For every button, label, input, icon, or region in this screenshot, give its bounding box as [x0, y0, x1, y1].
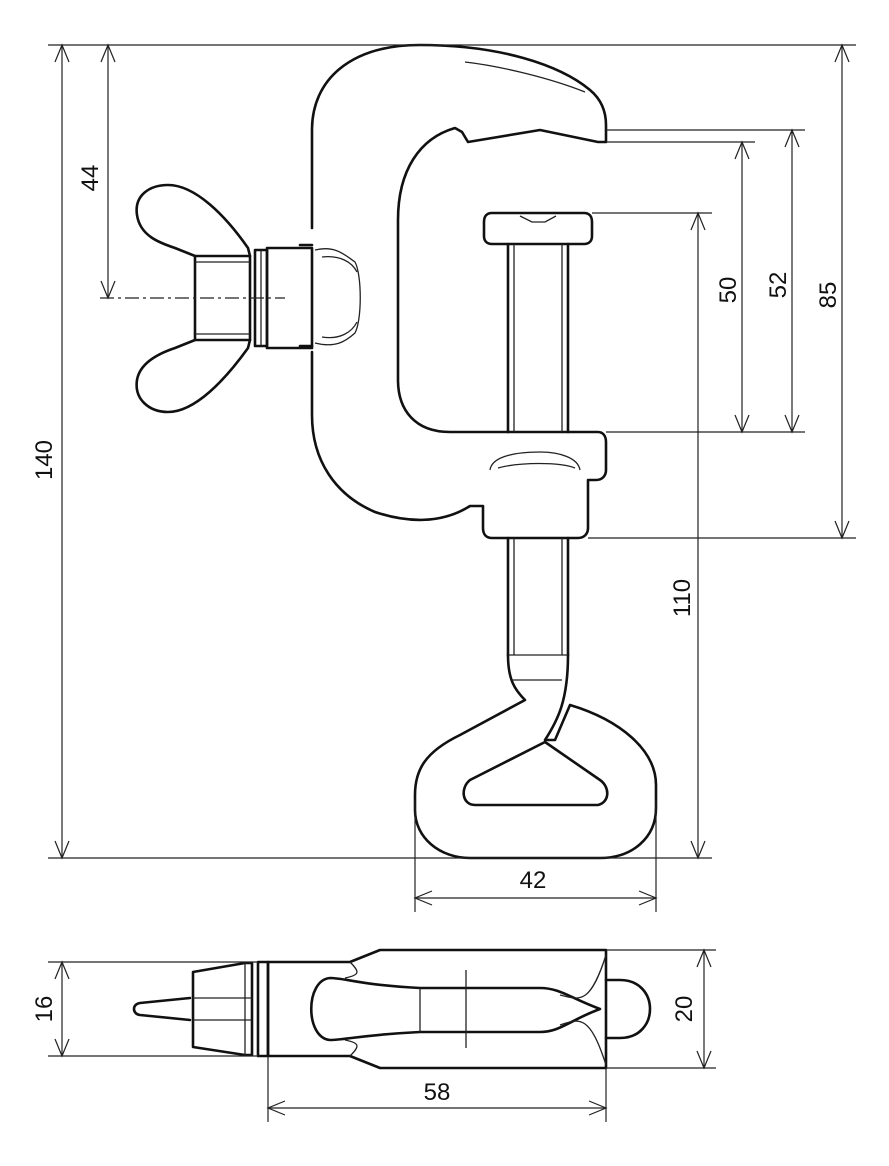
c-frame	[298, 43, 608, 540]
dim-44-label: 44	[77, 165, 104, 192]
dim-85-label: 85	[815, 282, 842, 309]
dim-20-label: 20	[671, 996, 698, 1023]
dim-52-label: 52	[765, 272, 792, 299]
handle	[413, 653, 658, 860]
dim-50-label: 50	[715, 277, 742, 304]
dim-42-label: 42	[520, 867, 547, 894]
spindle	[482, 211, 594, 657]
side-dimensions: 16 20 58	[31, 948, 716, 1122]
dim-16-label: 16	[31, 996, 58, 1023]
dim-110-label: 110	[669, 579, 696, 617]
dim-58-label: 58	[424, 1079, 451, 1106]
wing-nut	[100, 183, 314, 414]
dim-140-label: 140	[31, 440, 58, 480]
front-dimensions: 140 44 50 52 85 110 42	[31, 43, 856, 912]
side-view	[132, 948, 652, 1070]
